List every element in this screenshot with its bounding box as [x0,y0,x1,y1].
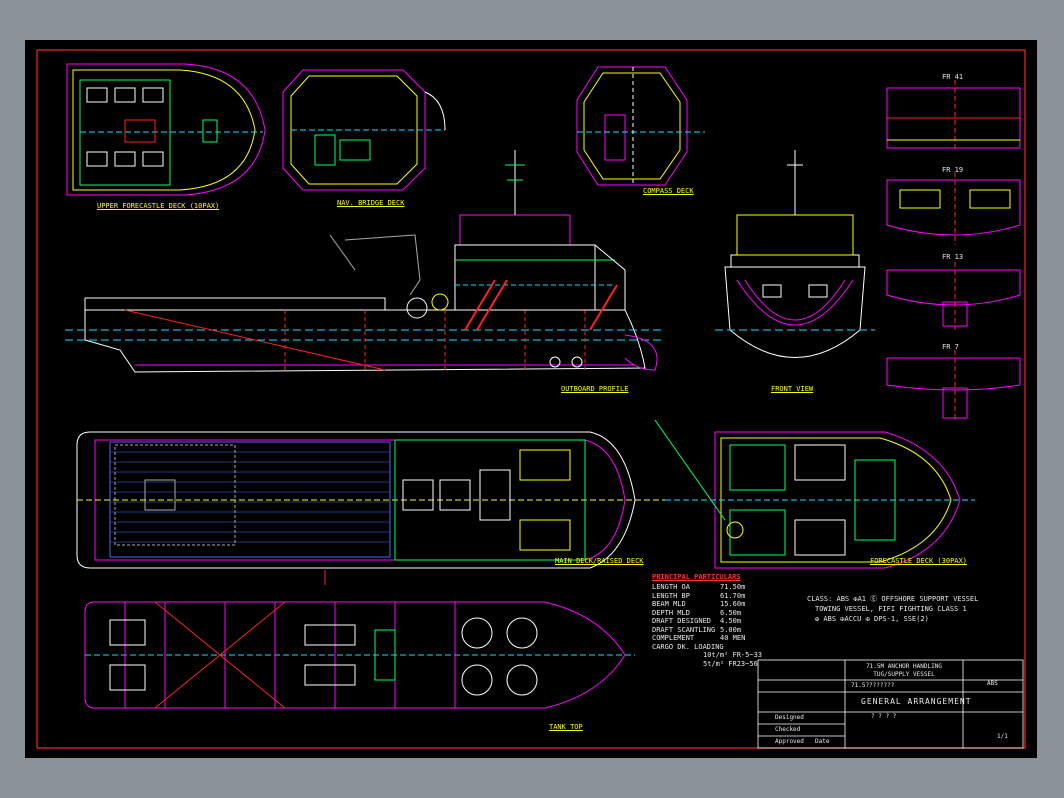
particulars-title: PRINCIPAL PARTICULARS [652,573,741,581]
front-view-title: FRONT VIEW [771,385,814,393]
tank-top-plan [84,601,635,709]
particular-label: COMPLEMENT [652,634,695,642]
compass-plan [576,66,705,186]
role-date: Date [815,738,830,745]
class-society: ABS [987,680,998,687]
drawing-subtitle: ? ? ? ? [871,713,897,720]
particular-row: DRAFT DESIGNED 4.50m [652,618,752,627]
class-note: CLASS: ABS ✠A1 Ⓔ OFFSHORE SUPPORT VESSEL [807,595,979,603]
particular-value: 6.50m [720,608,742,617]
particular-value: 5.00m [720,625,742,634]
role-designed: Designed [775,714,804,721]
title-block [757,659,1024,749]
frame-label: FR 13 [942,253,964,261]
main-deck-plan [76,431,665,585]
role-checked: Checked [775,726,801,733]
particular-row: LENGTH OA 71.50m [652,584,752,593]
particular-label: DEPTH MLD [652,608,690,617]
upper-forecastle-title: UPPER FORECASTLE DECK (10PAX) [97,202,220,210]
class-note: TOWING VESSEL, FIFI FIGHTING CLASS 1 [815,605,967,613]
drawing-title: GENERAL ARRANGEMENT [861,697,972,706]
forecastle-plan [654,419,975,569]
particular-row: COMPLEMENT 40 MEN [652,635,752,644]
nav-bridge-plan [282,69,446,191]
particular-label: DRAFT DESIGNED [652,617,712,625]
frame-label: FR 19 [942,166,964,174]
particular-label: DRAFT SCANTLING [652,625,716,634]
particular-row: BEAM MLD 15.60m [652,601,752,610]
particular-row: DRAFT SCANTLING 5.00m [652,625,752,636]
sheet-border [36,49,1026,749]
front-view [715,150,875,358]
sheet-number: 1/1 [997,733,1008,740]
general-arrangement-drawing [36,49,1026,749]
drawing-sheet: UPPER FORECASTLE DECK (10PAX) NAV. BRIDG… [25,40,1037,758]
project-name: 71.5M ANCHOR HANDLING TUG/SUPPLY VESSEL [866,663,942,678]
particular-value: 61.70m [720,591,746,600]
drawing-number: 71.5???????? [851,682,895,689]
loading-line-1: 10t/m² FR-5~33 [703,651,763,659]
particular-value: 40 MEN [720,634,746,642]
particular-label: LENGTH OA [652,583,690,591]
upper-forecastle-plan [66,63,266,196]
role-approved: Approved [775,738,804,745]
tank-top-title: TANK TOP [549,723,583,731]
loading-line-2: 5t/m² FR23~56 [703,660,758,668]
particular-row: DEPTH MLD 6.50m [652,608,752,619]
particular-row: LENGTH BP 61.70m [652,591,752,602]
class-note: ✠ ABS ✠ACCU ✠ DPS-1, SSE(2) [815,615,929,623]
frame-label: FR 7 [942,343,959,351]
compass-title: COMPASS DECK [643,187,694,195]
particular-label: LENGTH BP [652,591,690,600]
particular-value: 71.50m [720,583,746,591]
particular-label: BEAM MLD [652,600,686,608]
nav-bridge-title: NAV. BRIDGE DECK [337,199,405,207]
particular-label: CARGO DK. LOADING [652,642,724,651]
particular-row: CARGO DK. LOADING [652,642,752,653]
particulars-table: LENGTH OA 71.50m LENGTH BP 61.70m BEAM MLD… [652,584,752,652]
frame-sections [886,80,1021,420]
outboard-title: OUTBOARD PROFILE [561,385,629,393]
main-deck-title: MAIN DECK/RAISED DECK [555,557,644,565]
particular-value: 15.60m [720,600,746,608]
forecastle-title: FORECASTLE DECK (30PAX) [870,557,967,565]
particular-value: 4.50m [720,617,742,625]
frame-label: FR 41 [942,73,964,81]
outboard-profile [65,150,665,373]
